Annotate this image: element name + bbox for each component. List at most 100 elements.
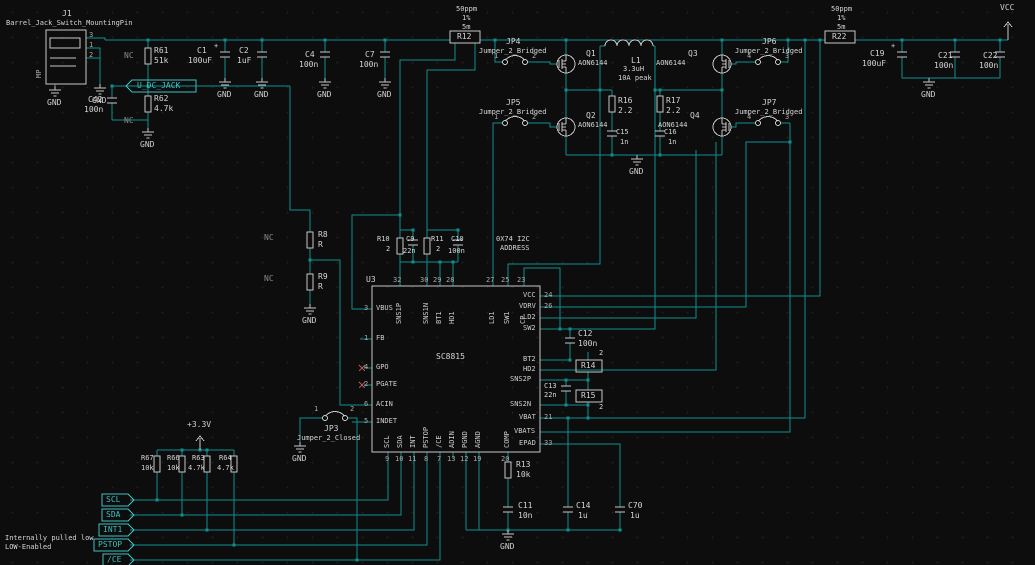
pin-u3-vbats[interactable]: VBATS bbox=[514, 427, 536, 435]
value-jp4[interactable]: Jumper_2_Bridged bbox=[479, 47, 547, 55]
pinnum-u3-sns1p[interactable]: 32 bbox=[393, 276, 402, 284]
pinnum-jp5-2[interactable]: 2 bbox=[532, 113, 537, 121]
note-r12-tempco[interactable]: 50ppm bbox=[456, 5, 478, 13]
note-r22-tol[interactable]: 1% bbox=[837, 14, 846, 22]
hlabel-pstop[interactable]: PSTOP bbox=[98, 540, 123, 549]
pin-u3-ld1[interactable]: LD1 bbox=[488, 311, 496, 324]
hlabel-int1[interactable]: INT1 bbox=[103, 525, 123, 534]
value-r66[interactable]: 10k bbox=[167, 464, 180, 472]
ref-c16[interactable]: C16 bbox=[664, 128, 677, 136]
ref-c13[interactable]: C13 bbox=[544, 382, 557, 390]
value-q1[interactable]: AON6144 bbox=[578, 59, 608, 67]
power-gnd-7[interactable]: GND bbox=[377, 90, 392, 99]
ref-r61[interactable]: R61 bbox=[154, 46, 169, 55]
pin-u3-vdrv[interactable]: VDRV bbox=[519, 302, 536, 310]
pinnum-u3-vbat[interactable]: 21 bbox=[544, 413, 553, 421]
value-c14[interactable]: 1u bbox=[578, 511, 588, 520]
value-c70[interactable]: 1u bbox=[630, 511, 640, 520]
component-symbols[interactable] bbox=[45, 21, 1013, 541]
ref-c4[interactable]: C4 bbox=[305, 50, 315, 59]
value-r10[interactable]: 2 bbox=[386, 245, 391, 253]
pin-u3-pgnd[interactable]: PGND bbox=[461, 431, 469, 448]
pin-u3-adin[interactable]: ADIN bbox=[448, 431, 456, 448]
ref-c11[interactable]: C11 bbox=[518, 501, 533, 510]
pin-u3-pstop[interactable]: PSTOP bbox=[422, 426, 430, 448]
ref-c2[interactable]: C2 bbox=[239, 46, 249, 55]
ref-q1[interactable]: Q1 bbox=[586, 49, 596, 58]
boxref-r14[interactable]: R14 bbox=[581, 361, 596, 370]
pin-u3-sw1[interactable]: SW1 bbox=[503, 311, 511, 324]
ref-r67[interactable]: R67 bbox=[141, 454, 154, 462]
ref-r13[interactable]: R13 bbox=[516, 460, 531, 469]
pinnum-u3-fb[interactable]: 1 bbox=[364, 334, 369, 342]
power-gnd-8[interactable]: GND bbox=[629, 167, 644, 176]
value-jp5[interactable]: Jumper_2_Bridged bbox=[479, 108, 547, 116]
note-pulled-low-1[interactable]: Internally pulled low bbox=[5, 534, 94, 542]
ref-c42[interactable]: C42 bbox=[88, 95, 103, 104]
pin-u3-bt2[interactable]: BT2 bbox=[523, 355, 536, 363]
pinnum-u3-ce[interactable]: 7 bbox=[437, 455, 442, 463]
boxref-r15[interactable]: R15 bbox=[581, 391, 596, 400]
pinnum-u3-pgate[interactable]: 2 bbox=[364, 380, 369, 388]
ref-r66[interactable]: R66 bbox=[167, 454, 180, 462]
pin-u3-hd2[interactable]: HD2 bbox=[523, 365, 536, 373]
ref-c9[interactable]: C9 bbox=[406, 235, 415, 243]
pin-u3-sda[interactable]: SDA bbox=[396, 435, 404, 448]
ref-jp6[interactable]: JP6 bbox=[762, 37, 777, 46]
power-gnd-6[interactable]: GND bbox=[317, 90, 332, 99]
pin-u3-ld2[interactable]: LD2 bbox=[523, 313, 536, 321]
pin-u3-int[interactable]: INT bbox=[409, 435, 417, 448]
value-q2[interactable]: AON6144 bbox=[578, 121, 608, 129]
value-c12[interactable]: 100n bbox=[578, 339, 598, 348]
pin-u3-gpo[interactable]: GPO bbox=[376, 363, 389, 371]
pin-u3-sns2n[interactable]: SNS2N bbox=[510, 400, 532, 408]
pinnum-j1-3[interactable]: 3 bbox=[89, 31, 94, 39]
value-r11[interactable]: 2 bbox=[436, 245, 441, 253]
ref-c70[interactable]: C70 bbox=[628, 501, 643, 510]
value-jp7[interactable]: Jumper_2_Bridged bbox=[735, 108, 803, 116]
value-c16[interactable]: 1n bbox=[668, 138, 677, 146]
pinnum-jp4-1[interactable]: 1 bbox=[494, 52, 499, 60]
hierarchical-label-shapes[interactable] bbox=[93, 79, 197, 565]
ref-j1[interactable]: J1 bbox=[62, 9, 72, 18]
value-c42[interactable]: 100n bbox=[84, 105, 104, 114]
note-r22-tempco[interactable]: 50ppm bbox=[831, 5, 853, 13]
boxref-r12[interactable]: R12 bbox=[457, 32, 472, 41]
pinnum-u3-hd1[interactable]: 28 bbox=[446, 276, 455, 284]
power-gnd-12[interactable]: GND bbox=[292, 454, 307, 463]
pin-u3-fb[interactable]: FB bbox=[376, 334, 385, 342]
pinnum-u3-sw1[interactable]: 25 bbox=[501, 276, 510, 284]
pin-u3-agnd[interactable]: AGND bbox=[474, 431, 482, 448]
ref-jp5[interactable]: JP5 bbox=[506, 98, 521, 107]
ref-l1[interactable]: L1 bbox=[631, 56, 641, 65]
pin-u3-scl[interactable]: SCL bbox=[383, 435, 391, 448]
value-r8[interactable]: R bbox=[318, 240, 323, 249]
pinnum-u3-adin[interactable]: 13 bbox=[447, 455, 456, 463]
ref-jp3[interactable]: JP3 bbox=[324, 424, 339, 433]
value-r13[interactable]: 10k bbox=[516, 470, 531, 479]
pinnum-u3-vcc[interactable]: 24 bbox=[544, 291, 553, 299]
value-c22[interactable]: 100n bbox=[979, 61, 999, 70]
pin-u3-sns1n[interactable]: SNS1N bbox=[422, 302, 430, 324]
note-l1[interactable]: 10A peak bbox=[618, 74, 652, 82]
pin-u3-hd1[interactable]: HD1 bbox=[448, 311, 456, 324]
polarity-c19[interactable]: + bbox=[891, 42, 896, 50]
ref-c22[interactable]: C22 bbox=[983, 51, 998, 60]
ref-c10[interactable]: C10 bbox=[451, 235, 464, 243]
pinnum-jp6-3[interactable]: 3 bbox=[785, 52, 790, 60]
pinnum-u3-sns1n[interactable]: 30 bbox=[420, 276, 429, 284]
ref-q3[interactable]: Q3 bbox=[688, 49, 698, 58]
pinnum-j1-2[interactable]: 2 bbox=[89, 51, 94, 59]
value-l1[interactable]: 3.3uH bbox=[623, 65, 645, 73]
value-c2[interactable]: 1uF bbox=[237, 56, 252, 65]
note-r22-value[interactable]: 5m bbox=[837, 23, 846, 31]
value-c1[interactable]: 100uF bbox=[188, 56, 213, 65]
pin-u3-sns2p[interactable]: SNS2P bbox=[510, 375, 532, 383]
pinnum-u3-cp[interactable]: 23 bbox=[517, 276, 526, 284]
ref-q4[interactable]: Q4 bbox=[690, 111, 700, 120]
pinnum-u3-pgnd[interactable]: 12 bbox=[460, 455, 469, 463]
boxref-r22[interactable]: R22 bbox=[832, 32, 847, 41]
value-c10[interactable]: 100n bbox=[448, 247, 465, 255]
pin-u3-acin[interactable]: ACIN bbox=[376, 400, 393, 408]
value-r17[interactable]: 2.2 bbox=[666, 106, 681, 115]
